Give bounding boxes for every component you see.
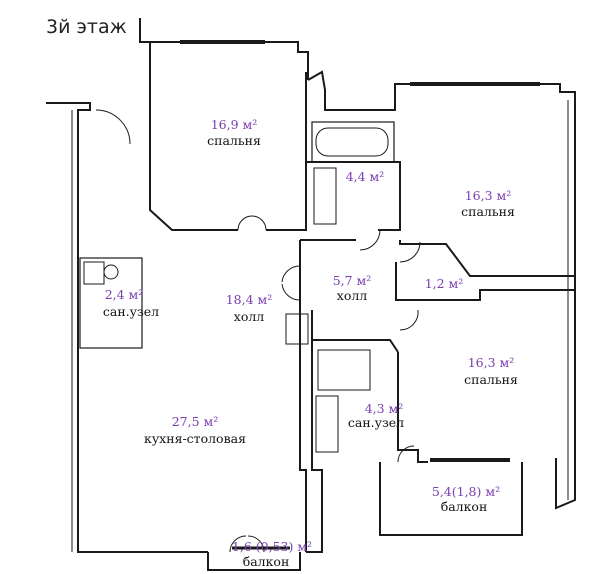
outer-wall-right	[540, 83, 576, 510]
room-name-bedroom-right: спальня	[461, 204, 515, 219]
room-labels: 16,9 м² спальня 4,4 м² 16,3 м² спальня 2…	[103, 117, 518, 569]
room-name-wc-left: сан.узел	[103, 304, 159, 319]
outer-wall-left	[46, 102, 208, 553]
area-label-bedroom-lower: 16,3 м²	[468, 355, 515, 370]
area-label-hall-main: 18,4 м²	[226, 292, 273, 307]
area-label-closet: 1,2 м²	[425, 276, 464, 291]
area-label-wc-left: 2,4 м²	[105, 287, 144, 302]
wall-balcony-right	[379, 462, 523, 536]
room-name-wc-lower: сан.узел	[348, 415, 404, 430]
area-label-balcony-right: 5,4(1,8) м²	[432, 484, 500, 499]
doors	[95, 109, 421, 553]
area-label-hall-small: 5,7 м²	[333, 273, 372, 288]
area-label-kitchen: 27,5 м²	[172, 414, 219, 429]
floor-title: 3й этаж	[46, 16, 127, 38]
door-swing-entry	[95, 109, 131, 145]
room-name-balcony-right: балкон	[441, 499, 488, 514]
room-name-balcony-bottom: балкон	[243, 554, 290, 569]
room-name-bedroom-lower: спальня	[464, 372, 518, 387]
room-name-hall-small: холл	[337, 288, 368, 303]
walls	[46, 18, 576, 571]
wall-top-right	[307, 70, 540, 111]
area-label-balcony-bottom: 1,6 (0,53) м²	[232, 539, 312, 554]
area-label-bedroom-top: 16,9 м²	[211, 117, 258, 132]
room-name-bedroom-top: спальня	[207, 133, 261, 148]
wall-balcony-bottom	[207, 552, 301, 571]
wall-bedroom-top	[150, 41, 309, 80]
room-name-hall-main: холл	[234, 309, 265, 324]
area-label-wc-lower: 4,3 м²	[365, 401, 404, 416]
area-label-bath-top: 4,4 м²	[346, 169, 385, 184]
wall-top-left	[139, 18, 151, 150]
wall-lower-bath	[306, 340, 323, 553]
room-name-kitchen: кухня-столовая	[144, 431, 246, 446]
area-label-bedroom-right: 16,3 м²	[465, 188, 512, 203]
